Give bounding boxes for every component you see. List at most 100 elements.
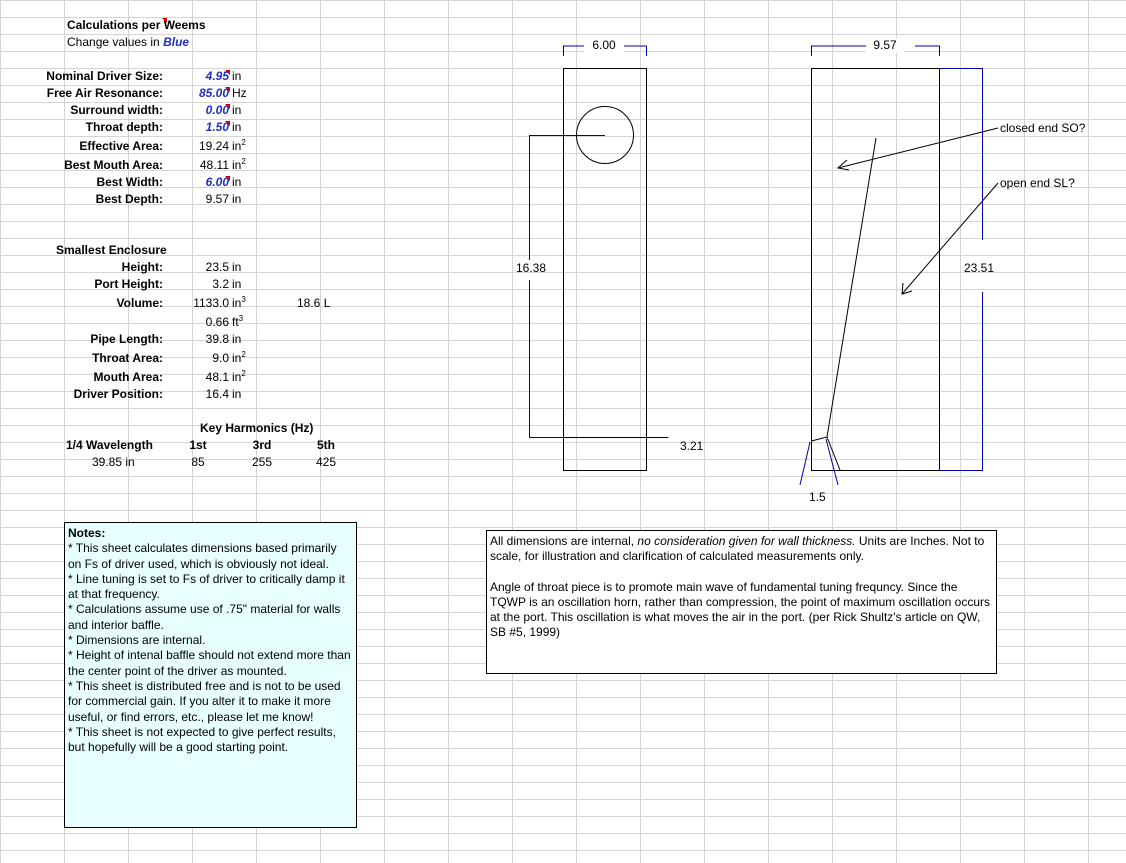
param-label: Best Width: — [96, 175, 163, 189]
throat-dim-left — [799, 441, 811, 486]
enclosure-label: Pipe Length: — [90, 332, 163, 346]
throat-depth-label: 1.5 — [809, 490, 826, 504]
enclosure-value: 9.0 — [212, 351, 229, 365]
enclosure-extra: 18.6 L — [297, 296, 331, 310]
open-end-arrowhead — [901, 282, 913, 295]
comment-indicator[interactable] — [162, 18, 167, 23]
param-value[interactable]: 85.00 — [198, 86, 229, 100]
param-unit: in — [232, 69, 242, 83]
enclosure-unit: in — [232, 332, 242, 346]
open-end-arrow — [901, 182, 999, 295]
front-view-box — [563, 68, 647, 471]
total-height-label: 23.51 — [963, 261, 995, 275]
driver-height-label: 16.38 — [515, 261, 547, 275]
enclosure-heading: Smallest Enclosure — [56, 243, 167, 257]
notes-item: * Dimensions are internal. — [68, 633, 206, 648]
enclosure-value: 48.1 — [205, 370, 229, 384]
dimensions-note-paragraph-2: Angle of throat piece is to promote main… — [490, 579, 990, 640]
param-value[interactable]: 6.00 — [205, 175, 229, 189]
enclosure-value: 39.8 — [205, 332, 229, 346]
enclosure-value: 16.4 — [205, 387, 229, 401]
wavelength-label: 1/4 Wavelength — [66, 438, 153, 452]
param-label: Best Mouth Area: — [64, 158, 163, 172]
enclosure-value: 23.5 — [205, 260, 229, 274]
enclosure-label: Height: — [121, 260, 163, 274]
notes-item: * This sheet calculates dimensions based… — [68, 541, 337, 571]
front-width-bracket-right — [624, 45, 647, 56]
closed-end-arrowhead — [836, 159, 850, 171]
comment-indicator[interactable] — [225, 87, 230, 92]
enclosure-value: 1133.0 — [193, 296, 229, 310]
harmonic-header-3: 3rd — [252, 438, 272, 452]
enclosure-unit: in — [232, 277, 242, 291]
dimensions-note-textbox[interactable]: All dimensions are internal, no consider… — [486, 530, 997, 674]
notes-textbox[interactable]: Notes: * This sheet calculates dimension… — [64, 522, 357, 828]
param-label: Effective Area: — [79, 139, 163, 153]
enclosure-unit: in2 — [232, 369, 246, 385]
param-value[interactable]: 4.95 — [205, 69, 229, 83]
param-label: Free Air Resonance: — [46, 86, 163, 100]
comment-indicator[interactable] — [225, 176, 230, 181]
param-unit: in2 — [232, 157, 246, 173]
param-value: 48.11 — [199, 158, 229, 172]
harmonic-header-5: 5th — [317, 438, 335, 452]
param-unit: Hz — [232, 86, 247, 100]
param-label: Nominal Driver Size: — [46, 69, 163, 83]
wavelength-value: 39.85 in — [92, 455, 135, 469]
enclosure-label: Driver Position: — [73, 387, 163, 401]
comment-indicator[interactable] — [225, 70, 230, 75]
side-depth-label: 9.57 — [866, 38, 904, 53]
driver-circle — [576, 106, 634, 164]
sheet-subtitle: Change values in Blue — [67, 35, 190, 49]
param-label: Best Depth: — [95, 192, 163, 206]
front-width-label: 6.00 — [584, 38, 624, 53]
enclosure-unit: in — [232, 260, 242, 274]
notes-item: * Line tuning is set to Fs of driver to … — [68, 571, 345, 602]
enclosure-unit: in3 — [232, 295, 246, 311]
param-label: Surround width: — [70, 103, 163, 117]
driver-height-dim-bottom — [529, 280, 563, 438]
harmonic-header-1: 1st — [189, 438, 207, 452]
side-depth-bracket-left — [811, 45, 866, 56]
enclosure-label: Mouth Area: — [93, 370, 163, 384]
enclosure-unit: in — [232, 387, 242, 401]
throat-piece — [811, 137, 877, 442]
param-value: 9.57 — [205, 192, 229, 206]
param-value[interactable]: 0.00 — [205, 103, 229, 117]
enclosure-label: Throat Area: — [92, 351, 163, 365]
param-unit: in2 — [232, 138, 246, 154]
notes-title: Notes: — [68, 526, 106, 540]
param-unit: in — [232, 192, 242, 206]
enclosure-label: Port Height: — [94, 277, 163, 291]
port-height-label: 3.21 — [680, 439, 704, 453]
harmonic-value-3: 255 — [251, 455, 273, 469]
throat-dim-right — [825, 438, 839, 486]
closed-end-arrow — [837, 127, 999, 169]
notes-item: * Calculations assume use of .75" materi… — [68, 602, 341, 632]
enclosure-value: 0.66 — [205, 315, 229, 329]
enclosure-unit: ft3 — [232, 314, 244, 330]
param-unit: in — [232, 120, 242, 134]
throat-base — [826, 436, 841, 471]
front-width-bracket-left — [563, 45, 584, 56]
side-depth-bracket-right — [915, 45, 940, 56]
notes-item: * This sheet is not expected to give per… — [68, 724, 336, 755]
total-height-dim-top — [940, 68, 983, 240]
enclosure-value: 3.2 — [212, 277, 229, 291]
notes-item: * This sheet is distributed free and is … — [68, 678, 341, 724]
closed-end-label: closed end SO? — [1000, 121, 1086, 135]
comment-indicator[interactable] — [225, 104, 230, 109]
side-view-box — [811, 68, 940, 471]
total-height-dim-bottom — [940, 292, 983, 471]
comment-indicator[interactable] — [225, 121, 230, 126]
harmonics-heading: Key Harmonics (Hz) — [200, 421, 314, 435]
driver-height-dim-top — [529, 135, 605, 260]
param-value: 19.24 — [198, 139, 229, 153]
param-value[interactable]: 1.50 — [205, 120, 229, 134]
param-unit: in — [232, 175, 242, 189]
notes-item: * Height of intenal baffle should not ex… — [68, 648, 351, 678]
sheet-title: Calculations per Weems — [67, 18, 206, 32]
enclosure-unit: in2 — [232, 350, 246, 366]
harmonic-value-1: 85 — [191, 455, 205, 469]
open-end-label: open end SL? — [1000, 176, 1075, 190]
